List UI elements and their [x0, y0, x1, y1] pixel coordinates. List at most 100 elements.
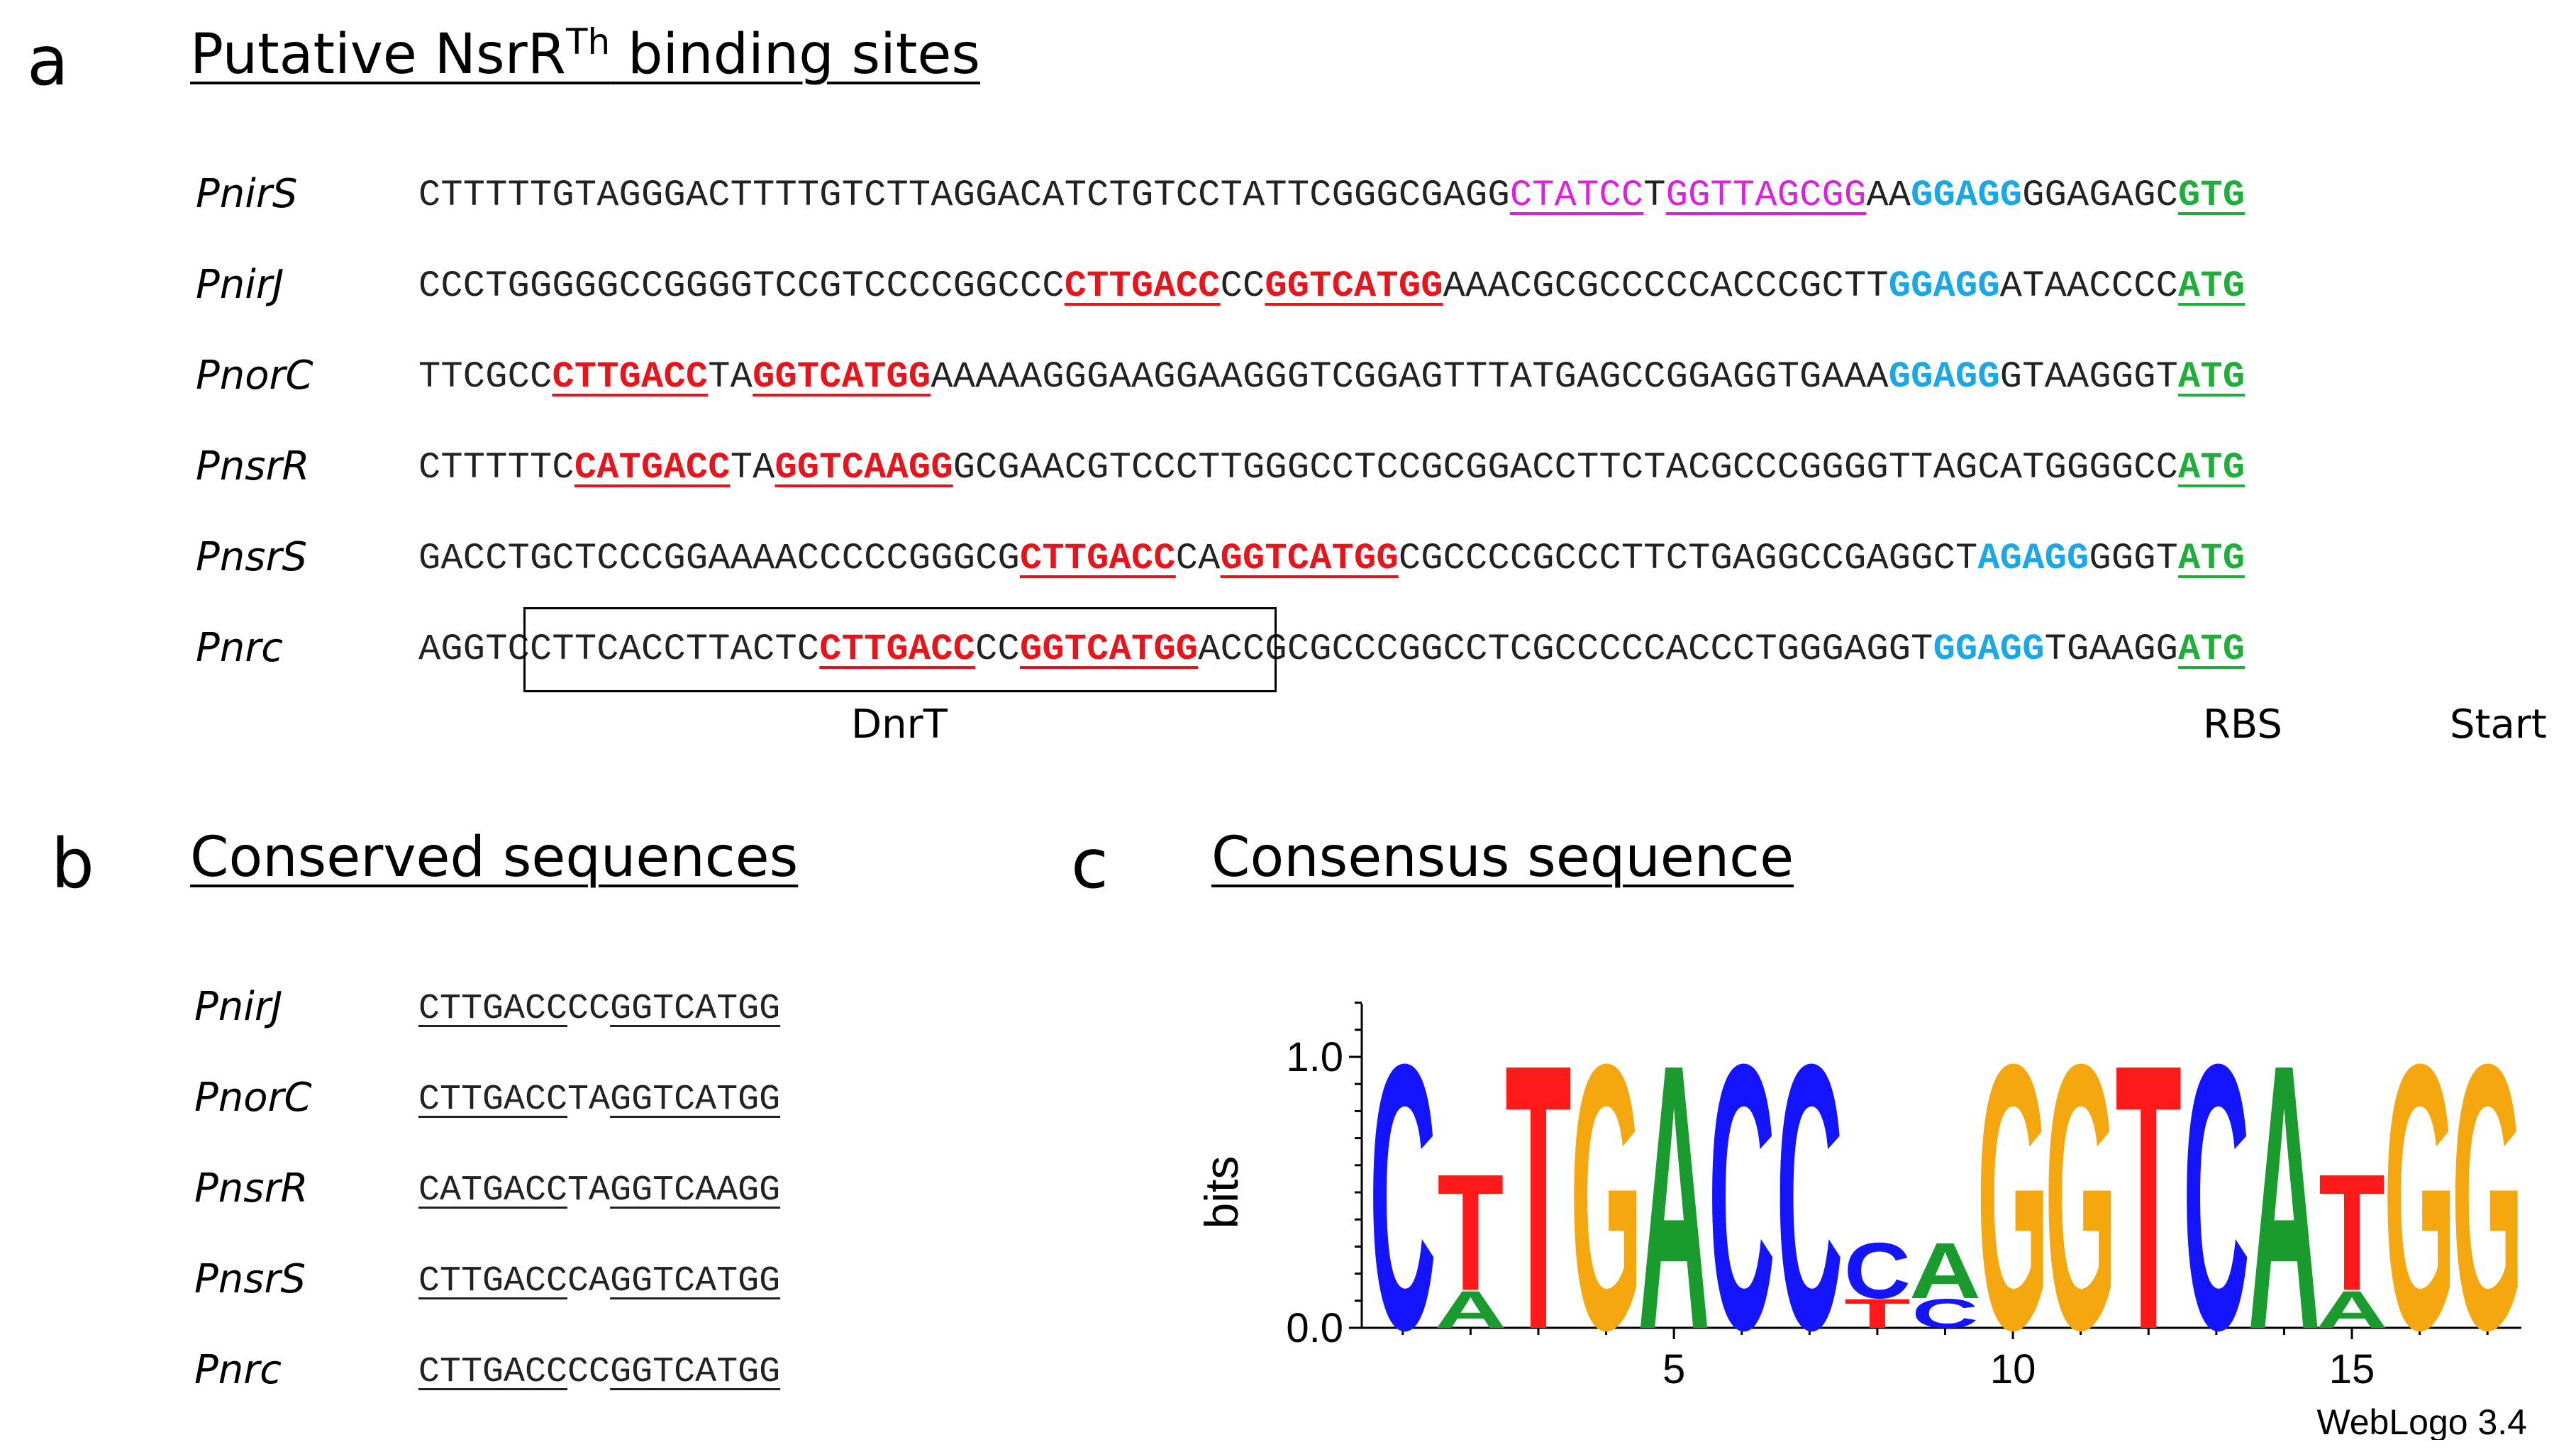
- logo-letter-A: A: [2316, 1280, 2387, 1339]
- sequence-segment-cyan: GGAGG: [1888, 356, 2000, 398]
- y-tick-label: 1.0: [1286, 1034, 1343, 1080]
- logo-letter-C: C: [1776, 986, 1843, 1409]
- logo-letter-G: G: [2452, 986, 2524, 1409]
- logo-letter-A: A: [1435, 1280, 1506, 1339]
- conserved-sequence: CTTGACCCCGGTCATGG: [418, 1355, 780, 1390]
- sequence-segment-plain: AA: [1866, 174, 1911, 216]
- panel-a-title-sup: Th: [565, 21, 611, 62]
- logo-letter-glyph: A: [2316, 1280, 2387, 1339]
- logo-letter-C: C: [1709, 986, 1775, 1409]
- promoter-name: PnsrS: [196, 534, 308, 580]
- conserved-mid-part: CA: [567, 1261, 611, 1302]
- logo-letter-glyph: C: [2183, 986, 2250, 1409]
- logo-letter-T: T: [1437, 1140, 1504, 1326]
- y-axis-label: bits: [1195, 1156, 1248, 1229]
- logo-letter-glyph: G: [2384, 986, 2455, 1409]
- sequence-segment-plain: CTTTTTGTAGGGACTTTTGTCTTAGGACATCTGTCCTATT…: [418, 174, 1510, 216]
- promoter-sequence: CTTTTTGTAGGGACTTTTGTCTTAGGACATCTGTCCTATT…: [418, 177, 2245, 214]
- logo-letter-glyph: G: [1977, 986, 2048, 1409]
- conserved-right-part: GGTCAAGG: [610, 1170, 781, 1211]
- logo-letter-C: C: [1370, 986, 1436, 1409]
- promoter-name: PnirS: [196, 171, 298, 217]
- promoter-sequence: CTTTTTCCATGACCTAGGTCAAGGGCGAACGTCCCTTGGG…: [418, 450, 2245, 487]
- sequence-segment-plain: GCGAACGTCCCTTGGGCCTCCGCGGACCTTCTACGCCCGG…: [953, 447, 2179, 489]
- sequence-segment-plain: CTTTTTC: [418, 447, 574, 489]
- sequence-segment-green: ATG: [2178, 447, 2245, 489]
- conserved-promoter-name: PnsrR: [194, 1165, 309, 1212]
- conserved-sequence: CTTGACCCCGGTCATGG: [418, 992, 780, 1027]
- sequence-segment-green: GTG: [2178, 174, 2245, 216]
- sequence-segment-plain: TA: [708, 356, 753, 398]
- promoter-sequence: GACCTGCTCCCGGAAAACCCCCGGGCGCTTGACCCAGGTC…: [418, 540, 2245, 577]
- logo-letter-glyph: C: [1844, 1226, 1911, 1315]
- sequence-segment-plain: GGGT: [2089, 538, 2179, 580]
- conserved-mid-part: TA: [567, 1170, 611, 1211]
- dnrt-box: [523, 607, 1277, 692]
- panel-b-letter: b: [51, 824, 94, 904]
- logo-letter-glyph: T: [2319, 1140, 2385, 1326]
- logo-letter-C: C: [2183, 986, 2250, 1409]
- sequence-segment-plain: CC: [1220, 265, 1265, 307]
- logo-letter-T: T: [1505, 987, 1572, 1409]
- weblogo-credit: WebLogo 3.4: [2316, 1402, 2527, 1440]
- sequence-segment-plain: TA: [730, 447, 775, 489]
- logo-letter-glyph: C: [1912, 1291, 1979, 1337]
- sequence-segment-red: GGTCATGG: [1220, 538, 1399, 580]
- logo-letter-glyph: A: [1909, 1226, 1981, 1315]
- dnrt-label: DnrT: [851, 702, 948, 748]
- sequence-segment-green: ATG: [2178, 628, 2245, 670]
- conserved-left-part: CTTGACC: [418, 1352, 568, 1392]
- logo-letter-glyph: C: [1709, 986, 1775, 1409]
- conserved-left-part: CATGACC: [418, 1170, 568, 1211]
- start-label: Start: [2450, 702, 2547, 748]
- logo-letter-glyph: G: [1570, 986, 1642, 1409]
- sequence-segment-cyan: GGAGG: [1911, 174, 2023, 216]
- panel-a-letter: a: [27, 21, 69, 101]
- logo-letter-T: T: [2319, 1140, 2385, 1326]
- sequence-segment-plain: AAAAAGGGAAGGAAGGGTCGGAGTTTATGAGCCGGAGGTG…: [931, 356, 1889, 398]
- sequence-segment-plain: GTAAGGGT: [1999, 356, 2179, 398]
- logo-letter-A: A: [2248, 985, 2320, 1408]
- logo-letter-C: C: [1844, 1226, 1911, 1315]
- logo-letter-G: G: [2045, 986, 2116, 1409]
- sequence-segment-red: CTTGACC: [1019, 538, 1176, 580]
- sequence-segment-plain: AGGTCCTTCACCTTACTC: [418, 628, 820, 670]
- conserved-mid-part: CC: [567, 989, 611, 1029]
- sequence-segment-cyan: AGAGG: [1977, 538, 2089, 580]
- logo-letter-glyph: G: [2045, 986, 2116, 1409]
- conserved-promoter-name: PnsrS: [194, 1256, 306, 1302]
- sequence-segment-magenta: GGTTAGCGG: [1665, 174, 1867, 216]
- sequence-segment-plain: CCCTGGGGGCCGGGGTCCGTCCCCGGCCC: [418, 265, 1065, 307]
- conserved-mid-part: TA: [567, 1080, 611, 1120]
- logo-letter-C: C: [1912, 1291, 1979, 1337]
- sequence-segment-plain: TGAAGG: [2044, 628, 2179, 670]
- sequence-segment-green: ATG: [2178, 265, 2245, 307]
- promoter-name: Pnrc: [196, 625, 284, 671]
- sequence-segment-plain: ATAACCCC: [1999, 265, 2179, 307]
- logo-letter-A: A: [1909, 1226, 1981, 1315]
- promoter-sequence: TTCGCCCTTGACCTAGGTCATGGAAAAAGGGAAGGAAGGG…: [418, 359, 2245, 396]
- sequence-segment-plain: ACCGCGCCCGGCCTCGCCCCCACCCTGGGAGGT: [1198, 628, 1933, 670]
- logo-letter-glyph: C: [1370, 986, 1436, 1409]
- logo-letter-glyph: T: [2115, 987, 2182, 1409]
- sequence-segment-plain: GACCTGCTCCCGGAAAACCCCCGGGCG: [418, 538, 1020, 580]
- sequence-segment-plain: T: [1643, 174, 1666, 216]
- logo-letter-G: G: [1977, 986, 2048, 1409]
- panel-c-title: Consensus sequence: [1211, 826, 1794, 889]
- sequence-segment-green: ATG: [2178, 356, 2245, 398]
- sequence-segment-red: GGTCATGG: [1019, 628, 1199, 670]
- sequence-segment-red: GGTCATGG: [1265, 265, 1443, 307]
- conserved-promoter-name: Pnrc: [194, 1347, 282, 1393]
- x-tick-label: 10: [1990, 1346, 2036, 1392]
- logo-letter-A: A: [1638, 985, 1709, 1408]
- sequence-segment-plain: CA: [1175, 538, 1221, 580]
- promoter-sequence: CCCTGGGGGCCGGGGTCCGTCCCCGGCCCCTTGACCCCGG…: [418, 268, 2245, 305]
- sequence-segment-plain: AAACGCGCCCCCACCCGCTT: [1443, 265, 1889, 307]
- panel-a-title: Putative NsrRTh binding sites: [190, 24, 980, 82]
- panel-c-letter: c: [1071, 824, 1109, 904]
- logo-letter-glyph: T: [1437, 1140, 1504, 1326]
- sequence-segment-plain: CC: [975, 628, 1020, 670]
- rbs-label: RBS: [2203, 702, 2282, 748]
- conserved-mid-part: CC: [567, 1352, 611, 1392]
- conserved-promoter-name: PnirJ: [194, 984, 283, 1030]
